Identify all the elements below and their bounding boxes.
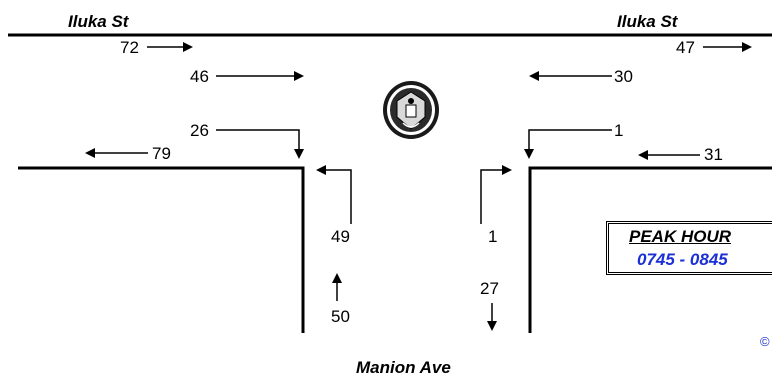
count-manion-departing-total: 27	[480, 279, 499, 298]
count-from-west-right-turn: 26	[190, 121, 209, 140]
count-from-west-through: 46	[190, 67, 209, 86]
road-edge-southwest	[18, 166, 305, 333]
road-name-bottom: Manion Ave	[356, 358, 451, 377]
roads-authority-seal-icon	[381, 79, 441, 141]
count-manion-left-turn: 1	[488, 227, 498, 246]
copyright-mark: ©	[760, 334, 770, 349]
count-from-east-through: 30	[614, 67, 633, 86]
peak-hour-title: PEAK HOUR	[629, 227, 732, 246]
peak-hour-box: PEAK HOUR 0745 - 0845	[606, 221, 772, 275]
arrow-manion-right-turn	[316, 165, 352, 224]
arrow-west-right-turn	[216, 129, 304, 159]
road-name-top-left: Iluka St	[68, 12, 129, 31]
road-edge-southeast	[528, 166, 772, 333]
count-to-west-departing: 79	[152, 144, 171, 163]
peak-hour-time: 0745 - 0845	[637, 250, 728, 269]
arrow-manion-left-turn	[480, 165, 512, 224]
count-from-east-left-turn: 1	[614, 121, 624, 140]
count-iluka-east-through-east: 47	[676, 38, 695, 57]
count-to-east-departing: 31	[704, 145, 723, 164]
road-name-top-right: Iluka St	[617, 12, 678, 31]
count-manion-right-turn: 49	[331, 227, 350, 246]
arrow-east-left-turn	[524, 129, 612, 159]
count-manion-approach-total: 50	[331, 307, 350, 326]
count-iluka-west-through-east: 72	[120, 38, 139, 57]
